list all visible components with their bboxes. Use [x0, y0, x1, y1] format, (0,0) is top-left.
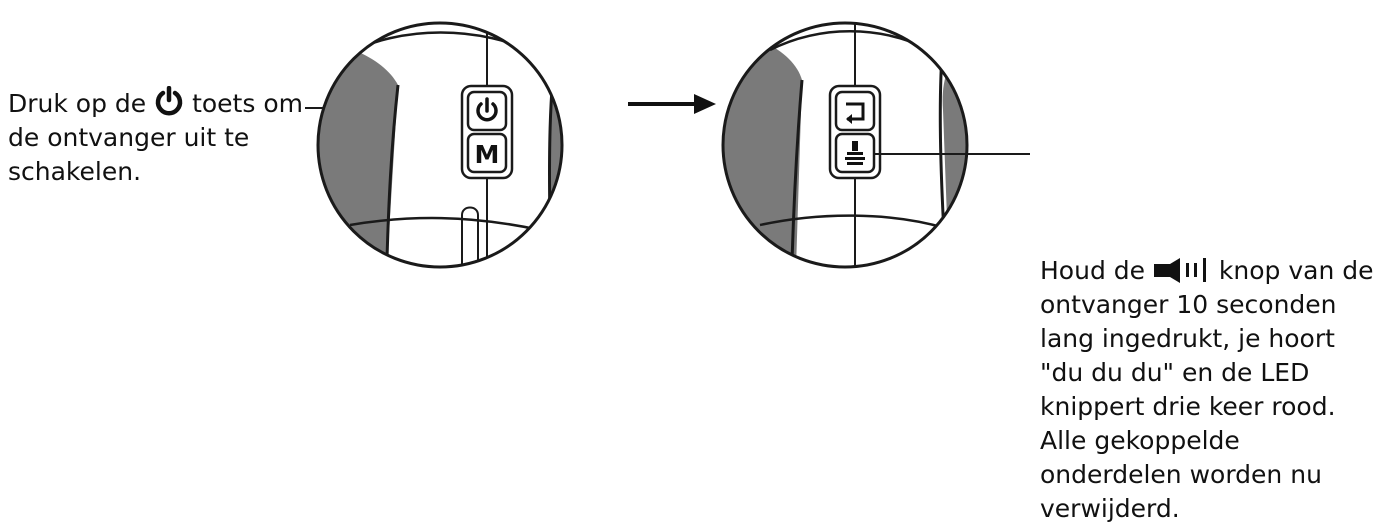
mode-button[interactable]: M	[466, 132, 508, 174]
mode-button-label: M	[475, 140, 500, 169]
return-arrow-icon	[846, 102, 865, 124]
arrow-right-icon	[628, 94, 716, 114]
left-instruction-rest: om de ontvanger uit te schakelen.	[8, 89, 303, 186]
bell-icon	[845, 141, 865, 165]
power-icon	[476, 97, 498, 122]
diagram-canvas: M	[305, 21, 1030, 269]
speaker-volume-icon	[1153, 258, 1206, 283]
volume-button[interactable]	[834, 132, 876, 174]
left-instruction-after: toets	[192, 89, 256, 118]
left-instruction-text: Druk op de toets om de ontvanger uit te …	[8, 86, 308, 189]
right-instruction-before: Houd de	[1040, 256, 1146, 285]
left-magnified-view	[318, 23, 562, 267]
power-button[interactable]	[466, 90, 508, 132]
return-button[interactable]	[834, 90, 876, 132]
left-instruction-before: Druk op de	[8, 89, 147, 118]
right-instruction-after: knop	[1218, 256, 1281, 285]
power-icon	[155, 86, 183, 116]
